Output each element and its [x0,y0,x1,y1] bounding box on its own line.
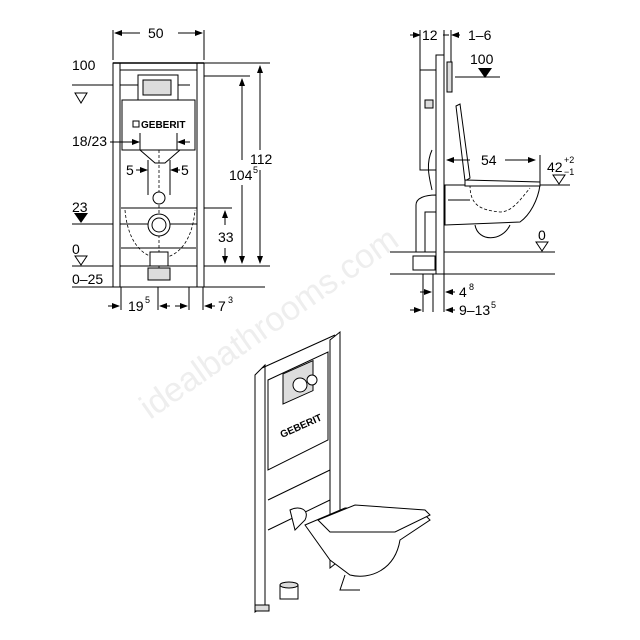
isometric-view: GEBERIT [254,330,431,613]
level-23-label: 23 [72,199,88,215]
dim-main-height: 104 [229,167,253,183]
dim-projection: 54 [481,152,497,168]
dim-bottom-b: 9–13 [459,302,490,318]
dim-bottom-right-sup: 3 [228,295,233,305]
dim-wall-gap: 1–6 [468,27,492,43]
dim-pan-height: 33 [218,229,234,245]
dim-bottom-left-sup: 5 [145,295,150,305]
side-level-0-label: 0 [538,227,546,243]
side-view: 12 1–6 100 54 42 +2 −1 0 4 8 9–13 5 [390,27,574,318]
front-view: GEBERIT 50 100 23 0 0–25 18/23 5 5 112 [72,25,273,314]
dim-bottom-left: 19 [128,298,144,314]
dim-bottom-b-sup: 5 [491,300,496,310]
side-level-top-label: 100 [470,51,494,67]
flush-spacing-label: 18/23 [72,133,107,149]
dim-main-height-sup: 5 [253,165,258,175]
dim-depth: 12 [422,27,438,43]
left-offset-label: 5 [126,162,134,178]
dim-bottom-right: 7 [218,298,226,314]
dim-width: 50 [148,25,164,41]
seat-height-label: 42 [547,159,563,175]
dim-total-height: 112 [250,151,273,167]
floor-range-label: 0–25 [72,271,103,287]
brand-label: GEBERIT [141,120,185,131]
seat-tol-minus: −1 [564,167,574,177]
level-top-label: 100 [72,57,96,73]
dim-bottom-a-sup: 8 [469,282,474,292]
seat-tol-plus: +2 [564,155,574,165]
level-0-label: 0 [72,241,80,257]
right-offset-label: 5 [181,162,189,178]
dim-bottom-a: 4 [459,284,467,300]
